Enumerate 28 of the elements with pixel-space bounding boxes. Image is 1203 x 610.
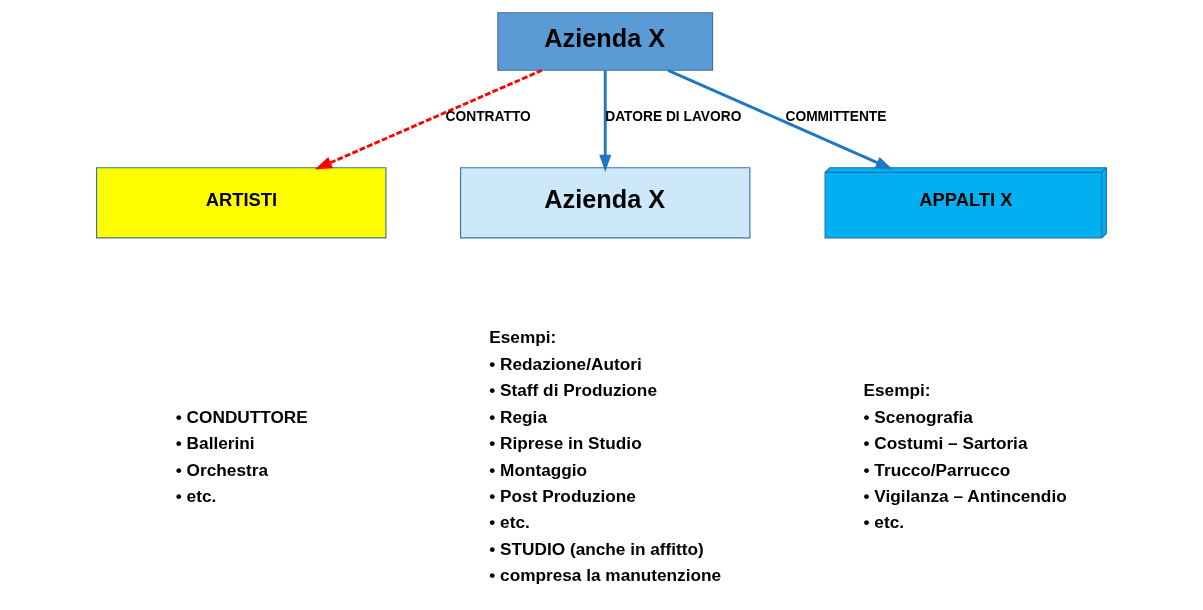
node-label: Esempi: <box>489 327 557 348</box>
node-label: • Scenografia <box>863 406 973 427</box>
node-label: • Post Produzione <box>489 485 636 506</box>
node-box: Azienda X <box>497 12 714 71</box>
arrow <box>314 69 543 170</box>
node-label: • etc. <box>863 512 905 533</box>
node-label: • compresa la manutenzione <box>489 565 722 586</box>
node-label: • Staff di Produzione <box>489 380 657 401</box>
node-label: • etc. <box>175 485 217 506</box>
node-label: • Costumi – Sartoria <box>863 433 1028 454</box>
node-label: • Regia <box>489 406 547 427</box>
node-label: • Vigilanza – Antincendio <box>863 485 1067 506</box>
edge-label: COMMITTENTE <box>785 109 887 125</box>
node-label: • STUDIO (anche in affitto) <box>489 538 704 559</box>
node-label: • Trucco/Parrucco <box>863 459 1011 480</box>
node-label: • Ballerini <box>175 433 255 454</box>
arrow <box>667 69 893 170</box>
node-label: • Riprese in Studio <box>489 433 642 454</box>
node-label: Esempi: <box>863 380 931 401</box>
node-label: • CONDUTTORE <box>175 406 308 427</box>
node-box: ARTISTI <box>96 167 387 239</box>
edge-label: CONTRATTO <box>445 109 531 125</box>
arrow <box>599 70 612 172</box>
node-label: • Montaggio <box>489 459 588 480</box>
node-label: • Orchestra <box>175 459 268 480</box>
node-label: • etc. <box>489 512 530 533</box>
node-label: • Redazione/Autori <box>489 353 642 374</box>
node-box: Azienda X <box>460 167 751 239</box>
